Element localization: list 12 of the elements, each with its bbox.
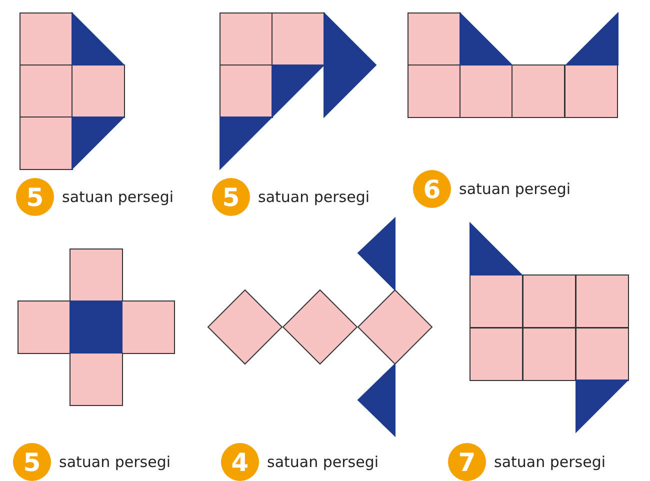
number-badge: 4: [221, 443, 259, 481]
unit-label: satuan persegi: [258, 188, 370, 206]
unit-label: satuan persegi: [62, 188, 174, 206]
unit-label: satuan persegi: [494, 453, 606, 471]
number-badge: 5: [16, 178, 54, 216]
number-badge: 5: [13, 443, 51, 481]
number-badge: 7: [448, 443, 486, 481]
unit-label: satuan persegi: [459, 180, 571, 198]
number-badge: 5: [212, 178, 250, 216]
unit-label: satuan persegi: [267, 453, 379, 471]
unit-label: satuan persegi: [59, 453, 171, 471]
number-badge: 6: [413, 170, 451, 208]
